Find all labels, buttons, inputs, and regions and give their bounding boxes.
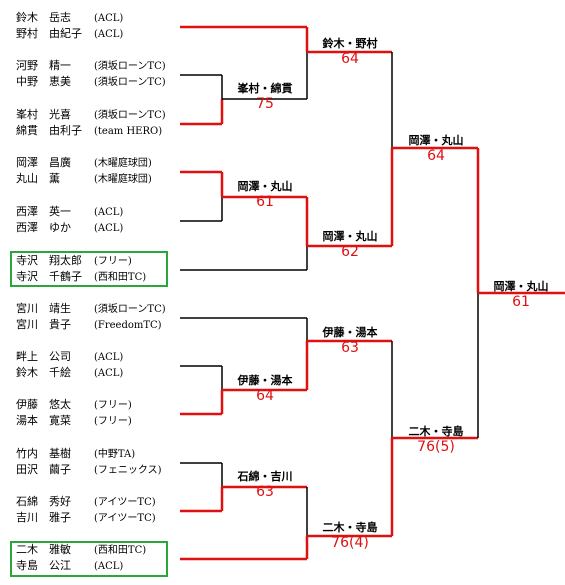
entry-11: 石綿 秀好(アイツーTC) 吉川 雅子(アイツーTC) (0, 495, 200, 535)
entry-player-2: 湯本 寛菜(フリー) (16, 414, 132, 427)
entry-10: 竹内 基樹(中野TA) 田沢 繭子(フェニックス) (0, 447, 200, 487)
entry-player-2: 宮川 貴子(FreedomTC) (16, 318, 162, 331)
seed-box-top (10, 251, 168, 287)
entry-player-1: 宮川 靖生(須坂ローンTC) (16, 302, 166, 315)
entry-6: 寺沢 翔太郎(フリー) 寺沢 千鶴子(西和田TC) (0, 254, 200, 294)
entry-player-1: 西澤 英一(ACL) (16, 205, 124, 218)
entry-12: 二木 雅敏(西和田TC) 寺島 公江(ACL) (0, 543, 200, 583)
entry-player-1: 伊藤 悠太(フリー) (16, 398, 132, 411)
entry-3: 峯村 光喜(須坂ローンTC) 綿貫 由利子(team HERO) (0, 108, 200, 148)
entry-player-2: 吉川 雅子(アイツーTC) (16, 511, 156, 524)
seed-box-bottom (10, 541, 168, 577)
entry-player-1: 竹内 基樹(中野TA) (16, 447, 136, 460)
entry-player-1: 鈴木 岳志(ACL) (16, 11, 124, 24)
entry-player-2: 寺島 公江(ACL) (16, 559, 124, 572)
entry-player-1: 寺沢 翔太郎(フリー) (16, 254, 132, 267)
entry-player-2: 寺沢 千鶴子(西和田TC) (16, 270, 147, 283)
entry-1: 鈴木 岳志(ACL) 野村 由紀子(ACL) (0, 11, 200, 51)
entry-4: 岡澤 昌廣(木曜庭球団) 丸山 薫(木曜庭球団) (0, 156, 200, 196)
entry-player-2: 田沢 繭子(フェニックス) (16, 463, 162, 476)
entry-player-2: 西澤 ゆか(ACL) (16, 221, 124, 234)
entry-player-2: 鈴木 千絵(ACL) (16, 366, 124, 379)
entry-player-1: 河野 精一(須坂ローンTC) (16, 59, 166, 72)
entry-player-2: 中野 恵美(須坂ローンTC) (16, 75, 166, 88)
entry-8: 畔上 公司(ACL) 鈴木 千絵(ACL) (0, 350, 200, 390)
entry-5: 西澤 英一(ACL) 西澤 ゆか(ACL) (0, 205, 200, 245)
entry-player-1: 峯村 光喜(須坂ローンTC) (16, 108, 166, 121)
entry-player-2: 綿貫 由利子(team HERO) (16, 124, 163, 137)
entry-player-1: 石綿 秀好(アイツーTC) (16, 495, 156, 508)
entry-player-1: 二木 雅敏(西和田TC) (16, 543, 147, 556)
entry-7: 宮川 靖生(須坂ローンTC) 宮川 貴子(FreedomTC) (0, 302, 200, 342)
entry-player-2: 丸山 薫(木曜庭球団) (16, 172, 152, 185)
entry-player-2: 野村 由紀子(ACL) (16, 27, 124, 40)
entry-player-1: 岡澤 昌廣(木曜庭球団) (16, 156, 152, 169)
entry-2: 河野 精一(須坂ローンTC) 中野 恵美(須坂ローンTC) (0, 59, 200, 99)
entry-player-1: 畔上 公司(ACL) (16, 350, 124, 363)
entry-9: 伊藤 悠太(フリー) 湯本 寛菜(フリー) (0, 398, 200, 438)
